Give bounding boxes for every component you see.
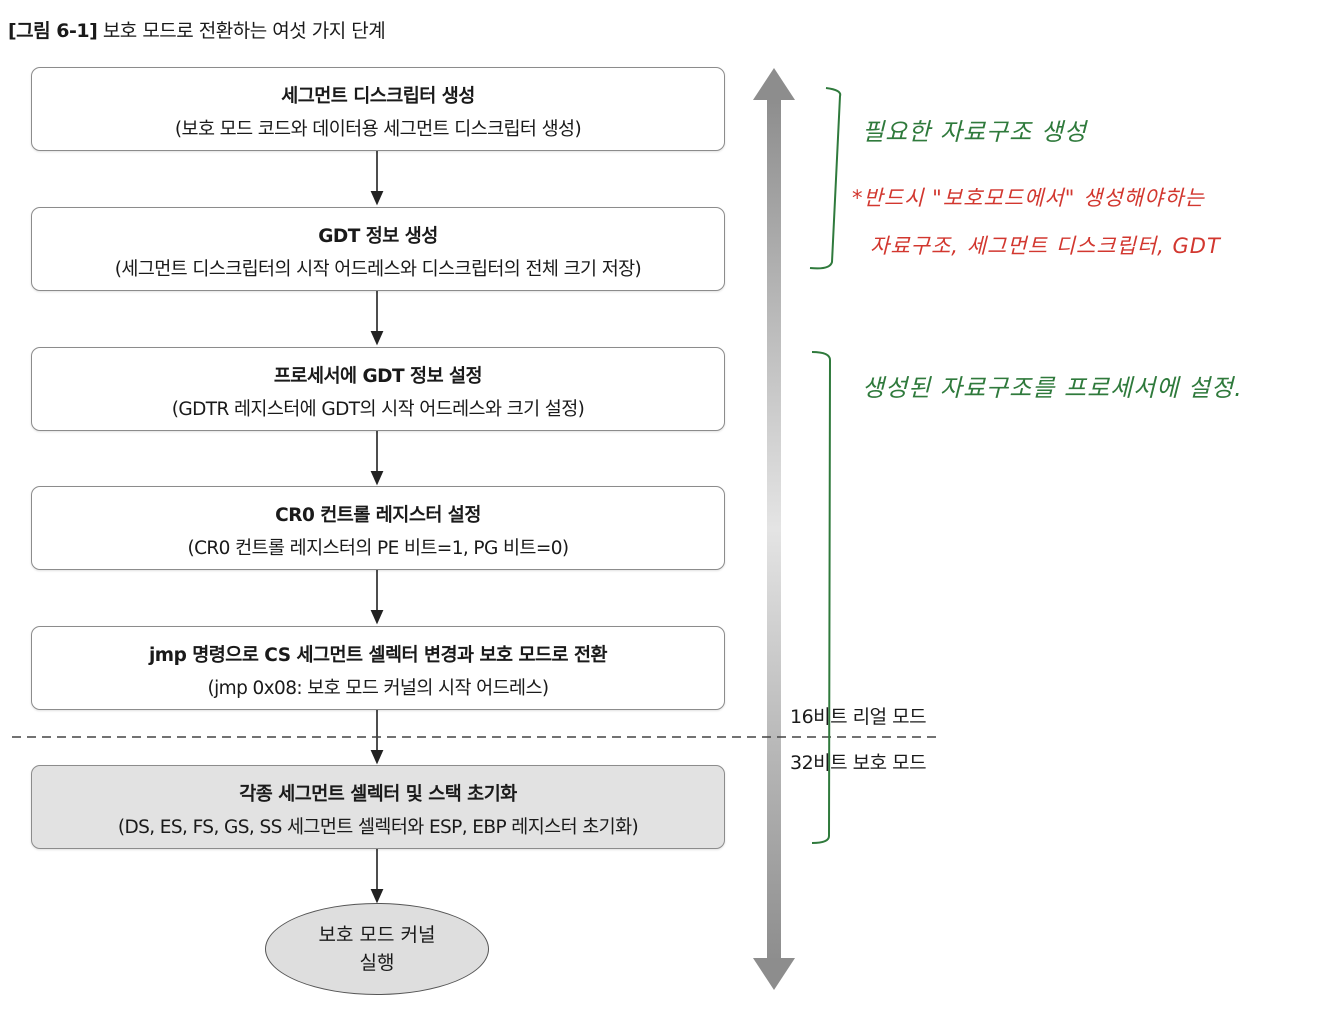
figure-caption: [그림 6-1] 보호 모드로 전환하는 여섯 가지 단계 (8, 16, 386, 43)
step-1-box: 세그먼트 디스크립터 생성 (보호 모드 코드와 데이터용 세그먼트 디스크립터… (31, 67, 725, 151)
figure-title: 보호 모드로 전환하는 여섯 가지 단계 (102, 20, 386, 42)
figure-label: [그림 6-1] (8, 20, 98, 42)
step-title: 세그먼트 디스크립터 생성 (281, 86, 475, 107)
step-4-box: CR0 컨트롤 레지스터 설정 (CR0 컨트롤 레지스터의 PE 비트=1, … (31, 486, 725, 570)
step-2-box: GDT 정보 생성 (세그먼트 디스크립터의 시작 어드레스와 디스크립터의 전… (31, 207, 725, 291)
step-title: GDT 정보 생성 (318, 226, 438, 247)
protected-mode-label: 32비트 보호 모드 (790, 752, 927, 774)
bracket-lower (811, 351, 832, 844)
step-5-box: jmp 명령으로 CS 세그먼트 셀렉터 변경과 보호 모드로 전환 (jmp … (31, 626, 725, 710)
handwritten-note-1: 필요한 자료구조 생성 (862, 118, 1087, 146)
end-node-line2: 실행 (359, 952, 395, 974)
handwritten-note-4: 생성된 자료구조를 프로세서에 설정. (862, 374, 1243, 402)
handwritten-note-2: *반드시 "보호모드에서" 생성해야하는 (852, 186, 1205, 210)
step-6-box: 각종 세그먼트 셀렉터 및 스택 초기화 (DS, ES, FS, GS, SS… (31, 765, 725, 849)
end-node-line1: 보호 모드 커널 (318, 924, 436, 946)
real-mode-label: 16비트 리얼 모드 (790, 706, 927, 728)
step-subtitle: (CR0 컨트롤 레지스터의 PE 비트=1, PG 비트=0) (187, 538, 569, 559)
bracket-upper (809, 87, 842, 270)
step-subtitle: (세그먼트 디스크립터의 시작 어드레스와 디스크립터의 전체 크기 저장) (114, 259, 642, 280)
handwritten-note-3: 자료구조, 세그먼트 디스크립터, GDT (870, 234, 1221, 258)
step-title: 각종 세그먼트 셀렉터 및 스택 초기화 (239, 784, 517, 805)
step-title: jmp 명령으로 CS 세그먼트 셀렉터 변경과 보호 모드로 전환 (148, 645, 608, 666)
end-node-kernel: 보호 모드 커널 실행 (265, 903, 489, 995)
step-title: 프로세서에 GDT 정보 설정 (273, 366, 483, 387)
step-3-box: 프로세서에 GDT 정보 설정 (GDTR 레지스터에 GDT의 시작 어드레스… (31, 347, 725, 431)
step-title: CR0 컨트롤 레지스터 설정 (275, 505, 481, 526)
mode-range-arrow (753, 68, 795, 990)
step-subtitle: (jmp 0x08: 보호 모드 커널의 시작 어드레스) (207, 678, 550, 699)
step-subtitle: (GDTR 레지스터에 GDT의 시작 어드레스와 크기 설정) (171, 399, 585, 420)
step-subtitle: (DS, ES, FS, GS, SS 세그먼트 셀렉터와 ESP, EBP 레… (117, 817, 639, 838)
step-subtitle: (보호 모드 코드와 데이터용 세그먼트 디스크립터 생성) (174, 119, 582, 140)
